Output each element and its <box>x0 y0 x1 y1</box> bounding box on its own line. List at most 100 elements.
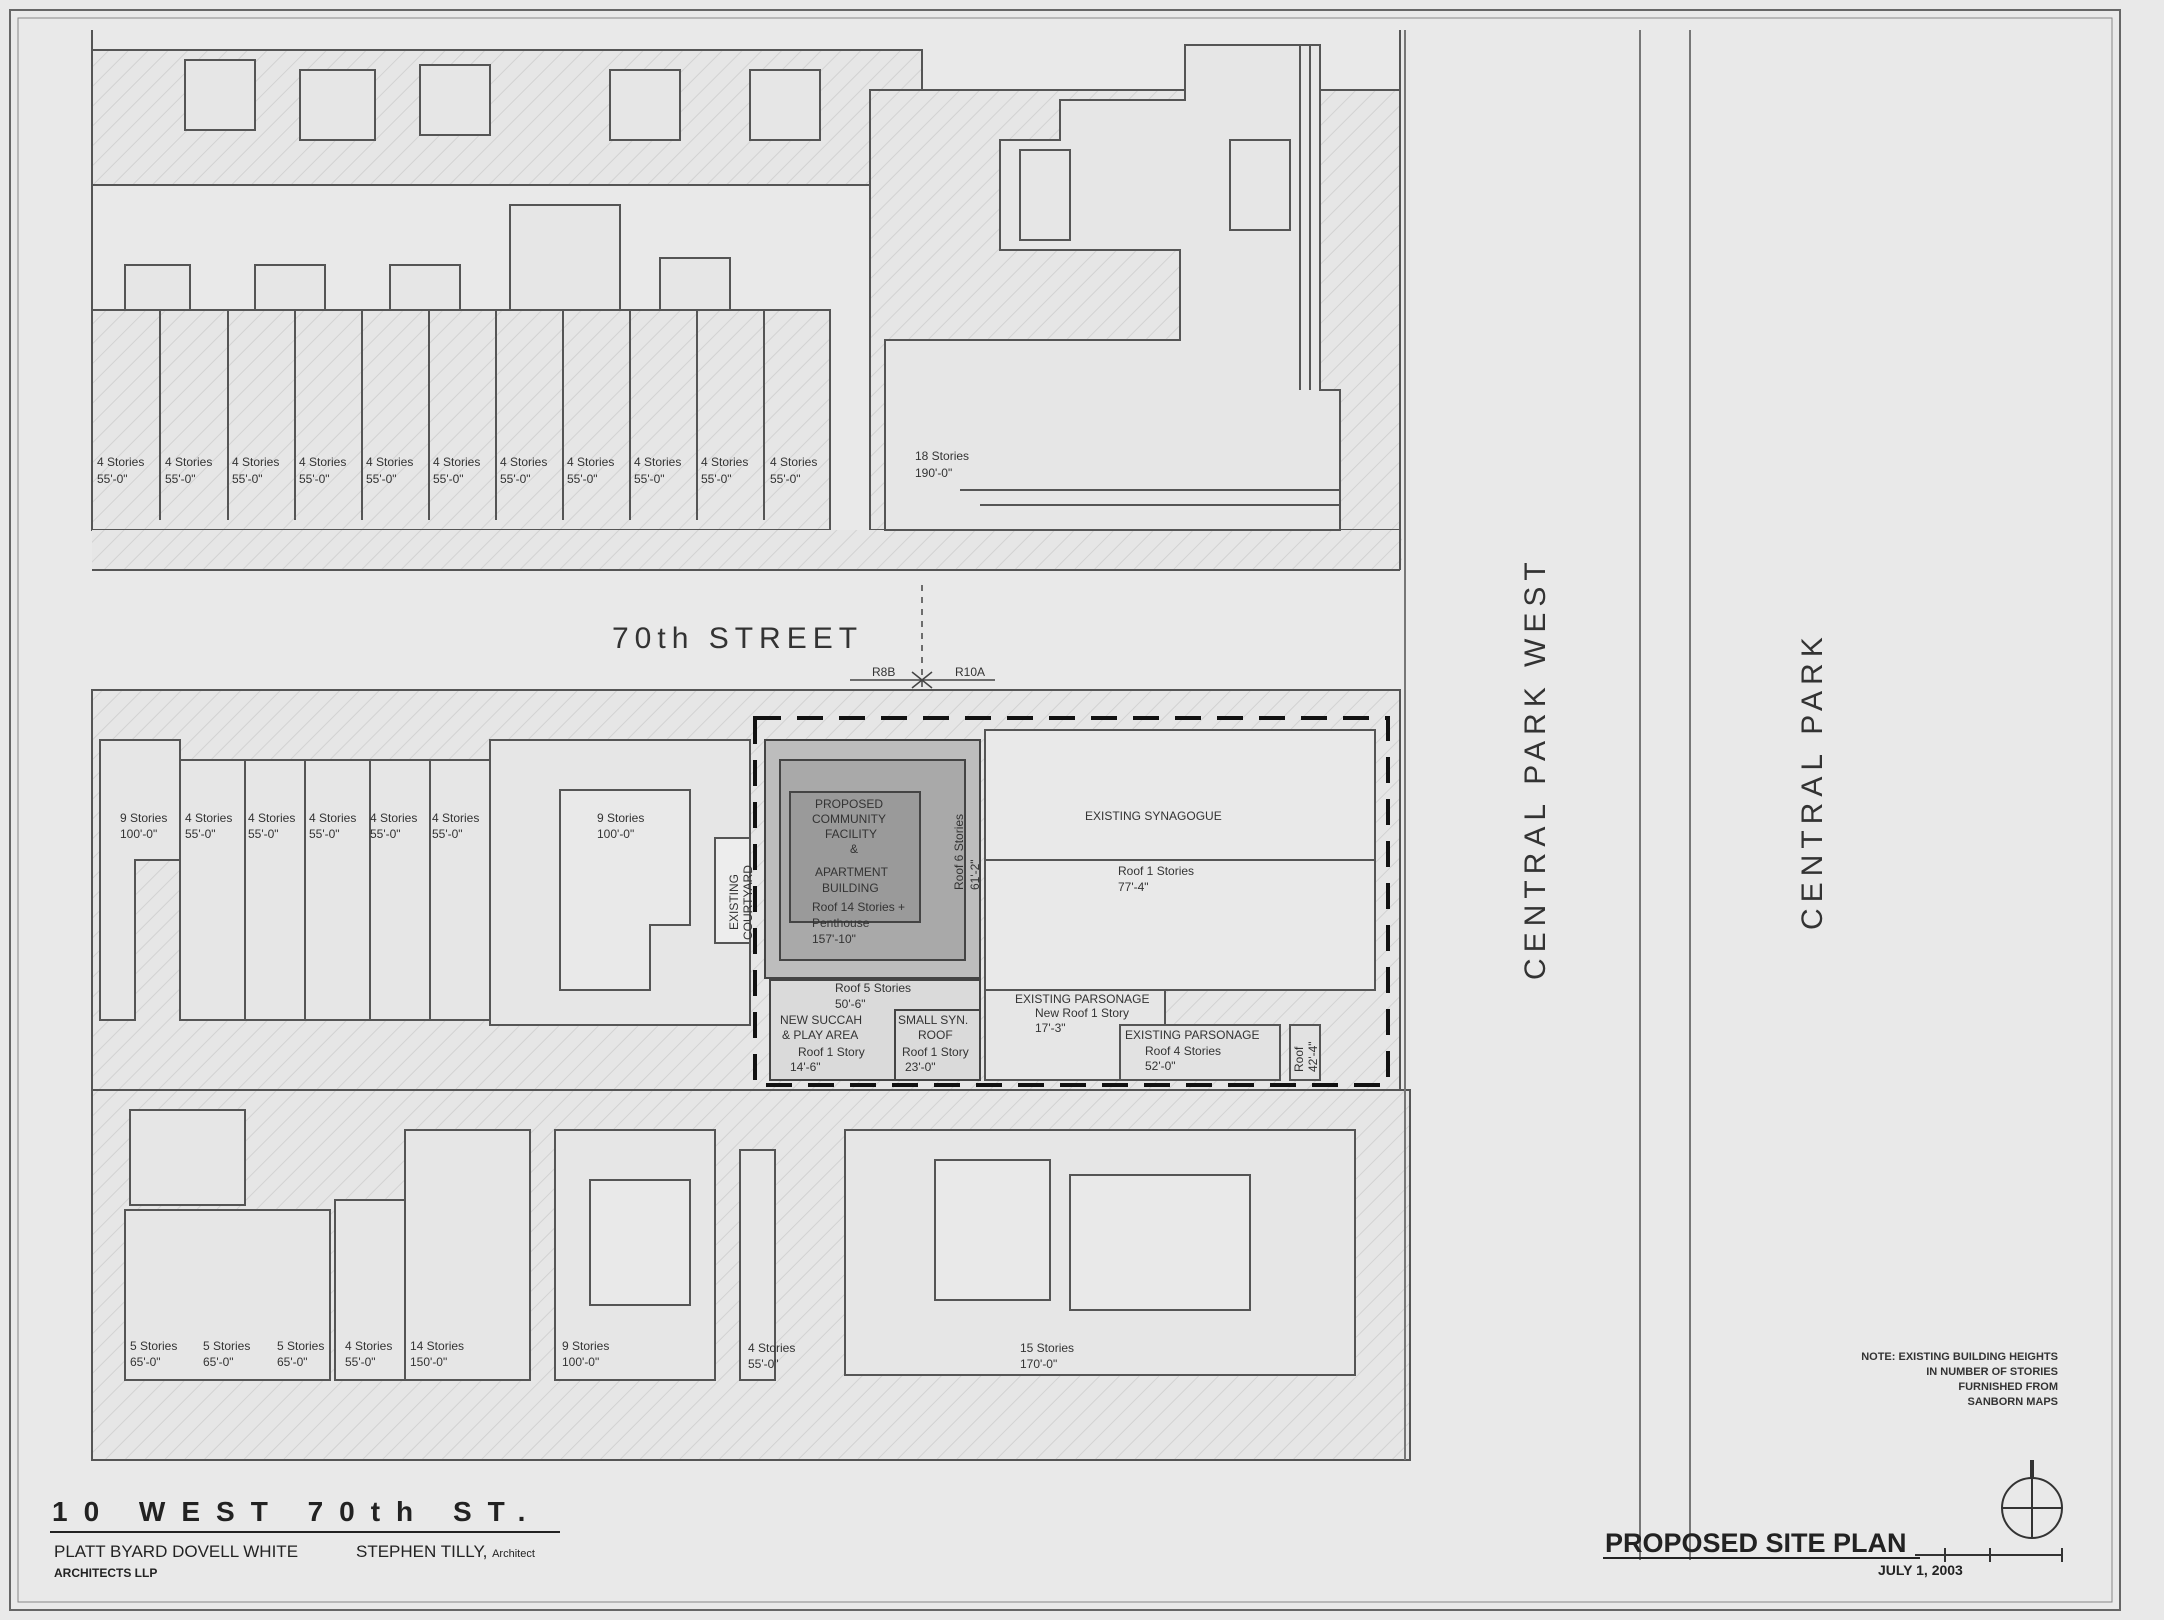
street-label-central-park: CENTRAL PARK <box>1796 631 1829 930</box>
roof-corner-height: 42'-4" <box>1306 1041 1320 1072</box>
story-label: 4 Stories <box>248 811 295 825</box>
story-label: 4 Stories <box>370 811 417 825</box>
height-label: 55'-0" <box>165 472 196 486</box>
height-label: 170'-0" <box>1020 1357 1057 1371</box>
height-label: 65'-0" <box>130 1355 161 1369</box>
height-label: 55'-0" <box>299 472 330 486</box>
parsonage-existing-label: Roof 4 Stories <box>1145 1044 1221 1058</box>
north-arrow-icon <box>2001 1460 2063 1539</box>
height-label: 150'-0" <box>410 1355 447 1369</box>
small-syn-label: Roof 1 Story <box>902 1045 969 1059</box>
proposed-roof: 157'-10" <box>812 932 856 946</box>
street-label-70th: 70th STREET <box>612 622 863 655</box>
height-label: 65'-0" <box>277 1355 308 1369</box>
north-lot-lines <box>91 30 1401 571</box>
drawing-note: NOTE: EXISTING BUILDING HEIGHTS IN NUMBE… <box>1861 1351 2058 1408</box>
small-syn-label: 23'-0" <box>905 1060 936 1074</box>
story-label: 14 Stories <box>410 1339 464 1353</box>
height-label: 55'-0" <box>748 1357 779 1371</box>
story-label: 4 Stories <box>500 455 547 469</box>
story-label: 5 Stories <box>130 1339 177 1353</box>
architect-person-name: STEPHEN TILLY, <box>356 1542 488 1561</box>
proposed-building <box>764 739 981 1081</box>
height-label: 55'-0" <box>185 827 216 841</box>
roof-6-label: Roof 6 Stories <box>952 814 966 890</box>
roof-5-label: Roof 5 Stories <box>835 981 911 995</box>
story-label: 4 Stories <box>232 455 279 469</box>
sheet-title: PROPOSED SITE PLAN <box>1605 1528 1907 1558</box>
succah-label: 14'-6" <box>790 1060 821 1074</box>
story-label: 5 Stories <box>203 1339 250 1353</box>
height-label: 55'-0" <box>432 827 463 841</box>
story-label: 4 Stories <box>432 811 479 825</box>
story-label: 18 Stories <box>915 449 969 463</box>
story-label: 4 Stories <box>97 455 144 469</box>
height-label: 55'-0" <box>370 827 401 841</box>
story-label: 15 Stories <box>1020 1341 1074 1355</box>
courtyard-label: COURTYARD <box>741 865 755 940</box>
proposed-label: FACILITY <box>825 827 877 841</box>
story-label: 4 Stories <box>567 455 614 469</box>
story-label: 4 Stories <box>748 1341 795 1355</box>
succah-label: NEW SUCCAH <box>780 1013 862 1027</box>
story-label: 9 Stories <box>597 811 644 825</box>
roof-6-height: 61'-2" <box>968 859 982 890</box>
proposed-label: COMMUNITY <box>812 812 886 826</box>
story-label: 4 Stories <box>634 455 681 469</box>
note-line: NOTE: EXISTING BUILDING HEIGHTS <box>1861 1351 2058 1363</box>
proposed-label: PROPOSED <box>815 797 883 811</box>
roof-corner-label: Roof <box>1292 1046 1306 1072</box>
height-label: 190'-0" <box>915 466 952 480</box>
story-label: 4 Stories <box>165 455 212 469</box>
proposed-roof: Penthouse <box>812 916 870 930</box>
height-label: 55'-0" <box>433 472 464 486</box>
parsonage-new-label: 17'-3" <box>1035 1021 1066 1035</box>
height-label: 55'-0" <box>567 472 598 486</box>
height-label: 55'-0" <box>701 472 732 486</box>
story-label: 9 Stories <box>562 1339 609 1353</box>
height-label: 55'-0" <box>500 472 531 486</box>
avenue-lines <box>1404 30 1691 1560</box>
scale-bar <box>1915 1548 2063 1562</box>
parsonage-existing-label: EXISTING PARSONAGE <box>1125 1028 1259 1042</box>
zoning-left: R8B <box>872 665 895 679</box>
height-label: 55'-0" <box>345 1355 376 1369</box>
proposed-label: & <box>850 842 858 856</box>
roof-5-height: 50'-6" <box>835 997 866 1011</box>
synagogue-roof: Roof 1 Stories <box>1118 864 1194 878</box>
north-row-labels: 4 Stories 55'-0" 4 Stories 55'-0" 4 Stor… <box>97 449 969 486</box>
story-label: 4 Stories <box>345 1339 392 1353</box>
story-label: 5 Stories <box>277 1339 324 1353</box>
outer-border <box>9 9 2121 1611</box>
height-label: 55'-0" <box>634 472 665 486</box>
story-label: 4 Stories <box>433 455 480 469</box>
proposed-roof: Roof 14 Stories + <box>812 900 905 914</box>
height-label: 55'-0" <box>366 472 397 486</box>
small-syn-label: ROOF <box>918 1028 953 1042</box>
middle-row-labels: 9 Stories 100'-0" 4 Stories 55'-0" 4 Sto… <box>120 811 644 841</box>
height-label: 55'-0" <box>770 472 801 486</box>
height-label: 100'-0" <box>120 827 157 841</box>
height-label: 65'-0" <box>203 1355 234 1369</box>
architect-person: STEPHEN TILLY, Architect <box>356 1542 535 1562</box>
synagogue-label: EXISTING SYNAGOGUE <box>1085 809 1222 823</box>
zoning-marker <box>850 585 995 690</box>
project-title: 10 WEST 70th ST. <box>52 1496 542 1527</box>
proposed-label: APARTMENT <box>815 865 889 879</box>
story-label: 4 Stories <box>299 455 346 469</box>
proposed-label: BUILDING <box>822 881 879 895</box>
parsonage-new-label: New Roof 1 Story <box>1035 1006 1129 1020</box>
height-label: 100'-0" <box>597 827 634 841</box>
parsonage-new-label: EXISTING PARSONAGE <box>1015 992 1149 1006</box>
courtyard-label: EXISTING <box>727 874 741 930</box>
height-label: 55'-0" <box>248 827 279 841</box>
street-label-cpw: CENTRAL PARK WEST <box>1519 556 1552 980</box>
small-syn-label: SMALL SYN. <box>898 1013 968 1027</box>
succah-label: & PLAY AREA <box>782 1028 858 1042</box>
sheet-date: JULY 1, 2003 <box>1878 1562 1963 1578</box>
height-label: 55'-0" <box>309 827 340 841</box>
story-label: 9 Stories <box>120 811 167 825</box>
architect-firm: PLATT BYARD DOVELL WHITE <box>54 1542 299 1561</box>
note-line: IN NUMBER OF STORIES <box>1926 1366 2058 1378</box>
